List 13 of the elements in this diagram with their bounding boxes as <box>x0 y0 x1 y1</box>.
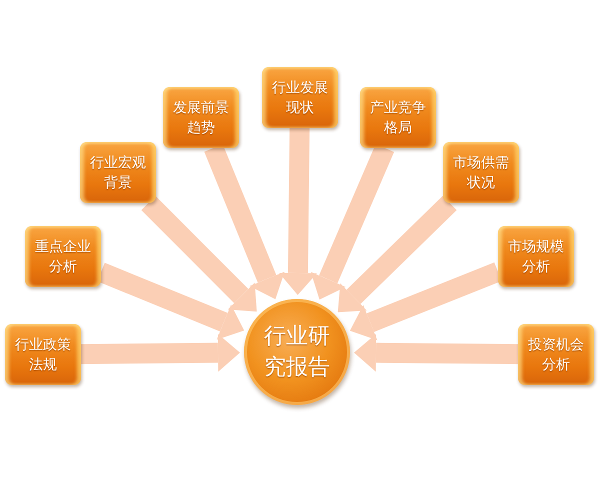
arrow <box>80 334 240 372</box>
topic-box: 投资机会分析 <box>518 324 594 385</box>
hub-circle: 行业研究报告 <box>244 299 350 405</box>
topic-box: 行业发展现状 <box>262 67 338 128</box>
topic-box: 发展前景趋势 <box>163 87 239 148</box>
topic-box: 市场供需状况 <box>443 142 519 203</box>
arrow <box>354 334 518 372</box>
topic-box: 行业政策法规 <box>5 324 81 385</box>
arrow <box>278 128 317 296</box>
topic-box: 产业竞争格局 <box>360 87 436 148</box>
topic-box: 行业宏观背景 <box>80 142 156 203</box>
topic-box: 重点企业分析 <box>25 226 101 287</box>
topic-box: 市场规模分析 <box>498 226 574 287</box>
